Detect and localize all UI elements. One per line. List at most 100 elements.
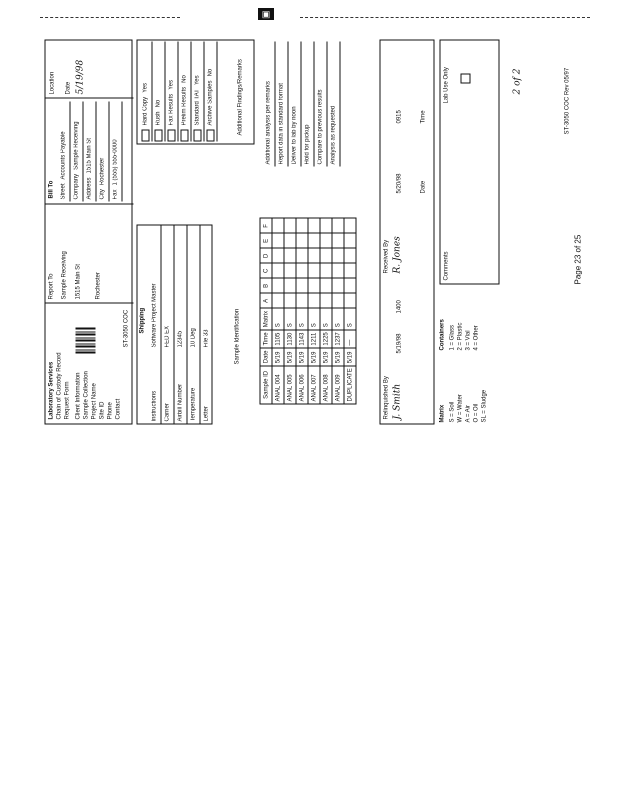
analysis-cell[interactable] xyxy=(332,293,344,309)
analysis-cell[interactable] xyxy=(308,218,320,234)
analysis-cell[interactable] xyxy=(272,263,284,279)
legend-item: A = Air xyxy=(465,404,472,423)
sample-time: 1143 xyxy=(296,329,308,349)
analysis-cell[interactable] xyxy=(344,248,356,264)
analysis-cell[interactable] xyxy=(284,248,296,264)
sample-time: — xyxy=(344,329,356,349)
column-header: F xyxy=(260,218,272,234)
analysis-cell[interactable] xyxy=(296,278,308,294)
lab-use-checkbox[interactable] xyxy=(460,73,471,84)
analysis-cell[interactable] xyxy=(272,278,284,294)
analysis-cell[interactable] xyxy=(296,218,308,234)
date-value: 5/19/98 xyxy=(75,59,86,95)
sign-date: 5/19/98 xyxy=(396,333,403,354)
option-label: Prelim Results xyxy=(181,86,188,126)
sample-time: 1211 xyxy=(308,329,320,349)
analysis-cell[interactable] xyxy=(344,293,356,309)
analysis-cell[interactable] xyxy=(272,248,284,264)
analysis-cell[interactable] xyxy=(332,263,344,279)
legend-item: 3 = Vial xyxy=(465,330,472,351)
analysis-cell[interactable] xyxy=(320,293,332,309)
sample-matrix: S xyxy=(344,308,356,330)
sample-time: 1130 xyxy=(284,329,296,349)
analysis-cell[interactable] xyxy=(296,293,308,309)
analysis-cell[interactable] xyxy=(284,293,296,309)
analysis-cell[interactable] xyxy=(296,263,308,279)
analysis-cell[interactable] xyxy=(296,233,308,249)
checkbox[interactable] xyxy=(206,129,215,142)
sample-date: 5/19 xyxy=(272,348,284,366)
analysis-cell[interactable] xyxy=(320,263,332,279)
field-label: Carrier xyxy=(164,403,171,422)
analysis-cell[interactable] xyxy=(320,278,332,294)
analysis-cell[interactable] xyxy=(308,293,320,309)
field-label: Company xyxy=(73,173,80,200)
analysis-cell[interactable] xyxy=(308,278,320,294)
field-value: 1515 Main St xyxy=(86,138,93,174)
logo-icon: ▣ xyxy=(258,8,274,20)
bill-to-title: Bill To xyxy=(48,180,55,199)
analysis-cell[interactable] xyxy=(332,218,344,234)
analysis-header: Additional analysis per remarks xyxy=(262,41,276,167)
sample-date: 5/19 xyxy=(344,348,356,366)
column-header: B xyxy=(260,278,272,294)
analysis-cell[interactable] xyxy=(308,263,320,279)
column-header: Matrix xyxy=(260,308,272,330)
analysis-cell[interactable] xyxy=(332,248,344,264)
sample-id: ANAL 007 xyxy=(308,365,320,404)
analysis-header: Report data in standard format xyxy=(275,41,289,167)
sample-time: 1237 xyxy=(332,329,344,349)
sample-id: ANAL 008 xyxy=(320,365,332,404)
sign-time: 1400 xyxy=(396,300,403,314)
analysis-cell[interactable] xyxy=(284,278,296,294)
analysis-cell[interactable] xyxy=(284,218,296,234)
analysis-cell[interactable] xyxy=(272,233,284,249)
analysis-cell[interactable] xyxy=(344,263,356,279)
analysis-cell[interactable] xyxy=(332,233,344,249)
sample-id: ANAL 009 xyxy=(332,365,344,404)
analysis-cell[interactable] xyxy=(308,248,320,264)
analysis-cell[interactable] xyxy=(344,233,356,249)
analysis-label: Deliver to lab by noon xyxy=(291,106,298,165)
analysis-cell[interactable] xyxy=(320,233,332,249)
legend-item: SL = Sludge xyxy=(481,389,488,423)
report-to-title: Report To xyxy=(48,273,55,300)
analysis-cell[interactable] xyxy=(332,278,344,294)
sign-date: 5/20/98 xyxy=(396,173,403,194)
checkbox[interactable] xyxy=(141,129,150,142)
analysis-cell[interactable] xyxy=(296,248,308,264)
analysis-cell[interactable] xyxy=(320,218,332,234)
field-value: Rochester xyxy=(99,157,106,186)
checkbox[interactable] xyxy=(154,129,163,142)
column-header: Time xyxy=(260,329,272,349)
analysis-cell[interactable] xyxy=(272,218,284,234)
analysis-cell[interactable] xyxy=(308,233,320,249)
legend-title: Containers xyxy=(439,319,446,351)
analysis-cell[interactable] xyxy=(284,233,296,249)
analysis-cell[interactable] xyxy=(272,293,284,309)
checkbox[interactable] xyxy=(193,129,202,142)
legend-item: 4 = Other xyxy=(473,325,480,351)
checkbox[interactable] xyxy=(180,129,189,142)
received-label: Received By xyxy=(383,239,390,274)
column-header: E xyxy=(260,233,272,249)
analysis-cell[interactable] xyxy=(344,278,356,294)
analysis-cell[interactable] xyxy=(284,263,296,279)
field-label: City xyxy=(99,189,106,200)
legend-item: W = Water xyxy=(457,394,464,423)
checkbox[interactable] xyxy=(167,129,176,142)
analysis-cell[interactable] xyxy=(344,218,356,234)
field-value: Sample Receiving xyxy=(73,121,80,170)
option-label: Standard TAT xyxy=(194,89,201,126)
signature: J. Smith xyxy=(392,383,403,420)
analysis-cell[interactable] xyxy=(320,248,332,264)
